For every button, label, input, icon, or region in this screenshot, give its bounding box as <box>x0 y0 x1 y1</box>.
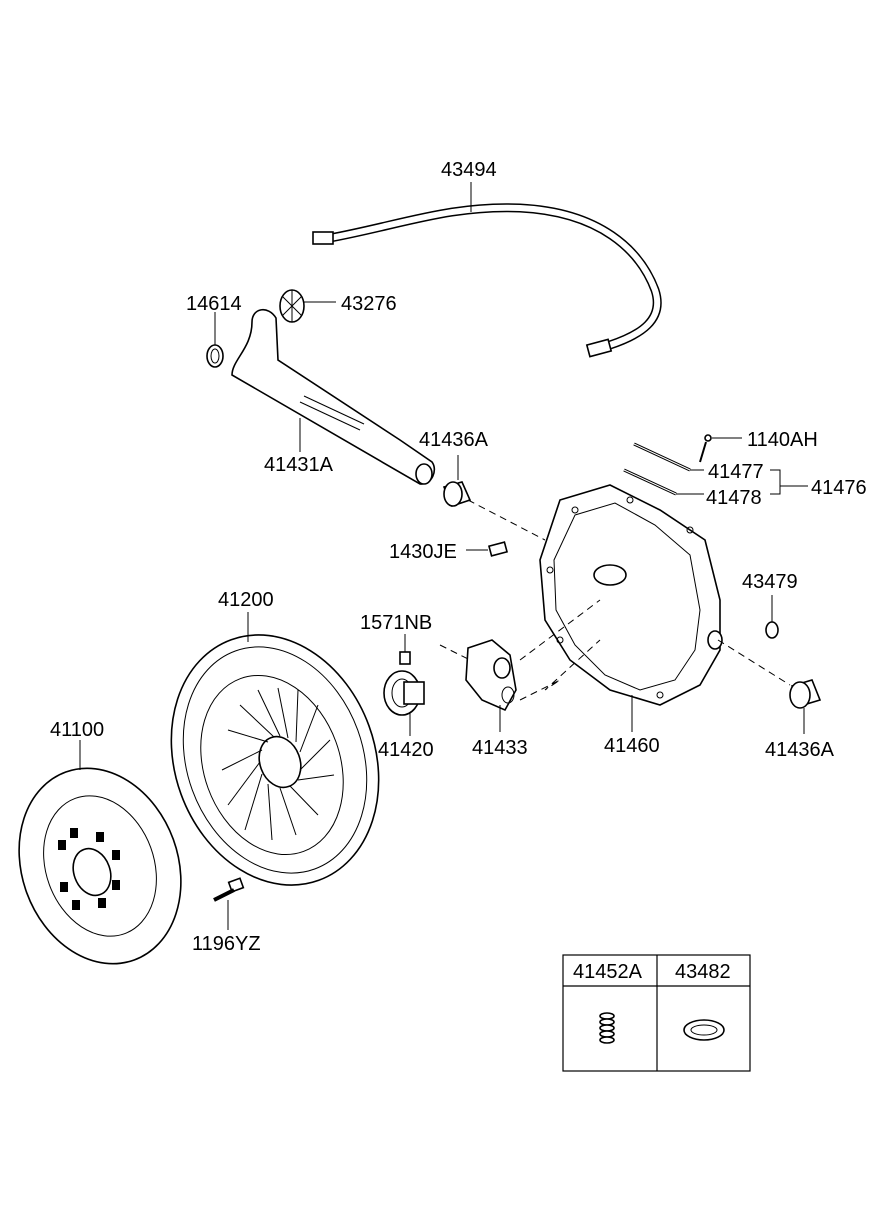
bolt-1571NB[interactable] <box>399 651 411 665</box>
callout-41436A-bottom: 41436A <box>765 739 835 761</box>
callout-1430JE: 1430JE <box>389 541 457 563</box>
ring-14614[interactable] <box>206 344 224 368</box>
callout-1196YZ: 1196YZ <box>192 933 261 955</box>
release-fork-41433[interactable] <box>465 639 517 712</box>
spring-41478[interactable] <box>623 468 677 496</box>
clutch-hose-43494[interactable] <box>312 203 662 358</box>
bolt-1196YZ[interactable] <box>213 877 245 902</box>
callout-43479: 43479 <box>742 571 798 593</box>
callout-41436A-top: 41436A <box>419 429 489 451</box>
callout-43276: 43276 <box>341 293 397 315</box>
bushing-41436A-bottom[interactable] <box>789 679 822 709</box>
pressure-plate-41200[interactable] <box>137 606 412 915</box>
callout-41476: 41476 <box>811 477 867 499</box>
callout-41420: 41420 <box>378 739 434 761</box>
callout-14614: 14614 <box>186 293 242 315</box>
callout-41200: 41200 <box>218 589 274 611</box>
legend-header-41452A: 41452A <box>573 961 643 983</box>
callout-41431A: 41431A <box>264 454 334 476</box>
callout-41478: 41478 <box>706 487 762 509</box>
clutch-housing-41460[interactable] <box>539 484 723 706</box>
release-bearing-41420[interactable] <box>383 670 425 716</box>
parts-legend-box: 41452A 43482 <box>562 954 751 1072</box>
clutch-disc-41100[interactable] <box>0 745 207 986</box>
callout-41460: 41460 <box>604 735 660 757</box>
callout-41100: 41100 <box>50 719 104 741</box>
pin-1430JE[interactable] <box>487 541 509 557</box>
callout-41433: 41433 <box>472 737 528 759</box>
callout-1571NB: 1571NB <box>360 612 432 634</box>
bushing-43276[interactable] <box>279 289 305 323</box>
gasket-43482-icon <box>683 1019 725 1041</box>
callout-41477: 41477 <box>708 461 764 483</box>
bushing-41436A-top[interactable] <box>442 481 472 507</box>
spring-41477[interactable] <box>633 442 691 472</box>
callout-43494: 43494 <box>441 159 497 181</box>
clip-1140AH[interactable] <box>699 434 712 463</box>
washer-43479[interactable] <box>765 621 779 639</box>
callout-1140AH: 1140AH <box>747 429 818 451</box>
release-fork-shaft-41431A[interactable] <box>231 309 436 485</box>
legend-header-43482: 43482 <box>675 961 731 983</box>
spring-41452A-icon <box>599 1012 615 1044</box>
